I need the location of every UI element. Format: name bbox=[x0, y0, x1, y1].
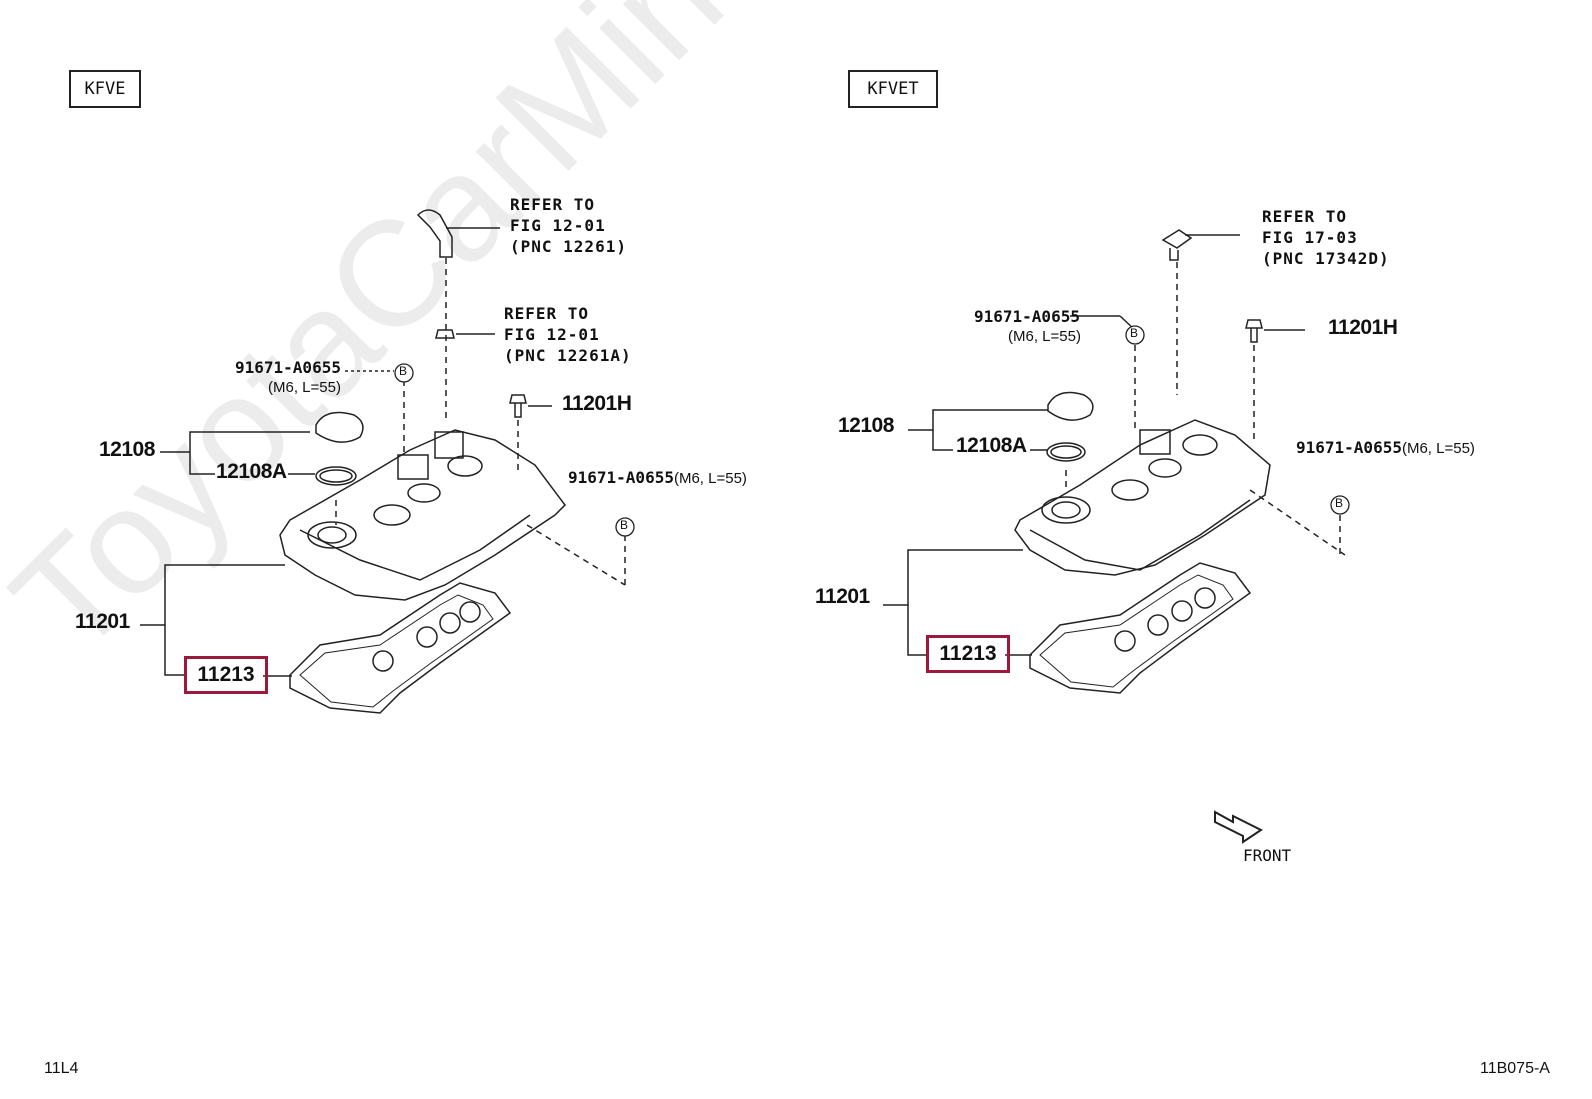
footer-page-code: 11L4 bbox=[44, 1060, 79, 1077]
left-engine-label: KFVE bbox=[69, 70, 141, 108]
left-refer-grommet-line2: FIG 12-01 bbox=[504, 325, 600, 344]
right-engine-label: KFVET bbox=[848, 70, 938, 108]
right-b-marker-right bbox=[1330, 495, 1350, 515]
left-bolt-b-right: 91671-A0655(M6, L=55) bbox=[568, 468, 747, 488]
left-b-marker-top bbox=[394, 363, 414, 383]
left-refer-hose-line1: REFER TO bbox=[510, 195, 596, 214]
right-b-marker-top bbox=[1125, 325, 1145, 345]
right-pnc-12108: 12108 bbox=[838, 414, 894, 437]
left-bolt-b-top-part: 91671-A0655 bbox=[235, 358, 341, 377]
right-oil-cap bbox=[1047, 391, 1094, 421]
left-bolt-b-top-spec: (M6, L=55) bbox=[268, 379, 341, 396]
left-grommet bbox=[435, 329, 455, 339]
right-head-cover bbox=[1014, 419, 1271, 576]
right-refer-hose-line3: (PNC 17342D) bbox=[1262, 249, 1390, 268]
right-hose bbox=[1161, 229, 1193, 261]
left-refer-hose: REFER TO FIG 12-01 (PNC 12261) bbox=[510, 194, 627, 257]
left-oil-cap bbox=[315, 411, 364, 443]
left-pnc-12108a: 12108A bbox=[216, 460, 287, 483]
right-bolt-b-right-part: 91671-A0655 bbox=[1296, 438, 1402, 457]
left-pnc-11201h: 11201H bbox=[562, 392, 632, 415]
left-bolt-b-right-spec: (M6, L=55) bbox=[673, 470, 747, 487]
left-refer-hose-line3: (PNC 12261) bbox=[510, 237, 627, 256]
left-head-cover bbox=[279, 429, 566, 601]
left-b-letter-right: B bbox=[620, 518, 629, 532]
left-bolt-11201h bbox=[509, 394, 527, 418]
right-pnc-11201: 11201 bbox=[815, 585, 870, 608]
front-arrow bbox=[1214, 810, 1263, 844]
left-pnc-11213-highlight: 11213 bbox=[184, 656, 268, 694]
right-b-letter-top: B bbox=[1130, 326, 1139, 340]
left-hose bbox=[416, 209, 453, 258]
right-gasket bbox=[1029, 562, 1252, 694]
right-refer-hose: REFER TO FIG 17-03 (PNC 17342D) bbox=[1262, 206, 1390, 269]
right-pnc-11201h: 11201H bbox=[1328, 316, 1398, 339]
right-bolt-b-right-spec: (M6, L=55) bbox=[1401, 440, 1475, 457]
left-refer-grommet-line3: (PNC 12261A) bbox=[504, 346, 632, 365]
left-refer-grommet-line1: REFER TO bbox=[504, 304, 590, 323]
right-bolt-b-right: 91671-A0655(M6, L=55) bbox=[1296, 438, 1475, 458]
right-refer-hose-line1: REFER TO bbox=[1262, 207, 1348, 226]
left-b-marker-right bbox=[615, 517, 635, 537]
left-bolt-b-right-part: 91671-A0655 bbox=[568, 468, 674, 487]
right-bolt-11201h bbox=[1245, 319, 1263, 343]
footer-figure-code: 11B075-A bbox=[1480, 1060, 1550, 1077]
right-pnc-11213-highlight: 11213 bbox=[926, 635, 1010, 673]
left-pnc-11201: 11201 bbox=[75, 610, 130, 633]
front-label: FRONT bbox=[1243, 846, 1292, 865]
left-gasket bbox=[289, 582, 512, 714]
right-refer-hose-line2: FIG 17-03 bbox=[1262, 228, 1358, 247]
right-bolt-b-top-spec: (M6, L=55) bbox=[1008, 328, 1081, 345]
right-bolt-b-top-part: 91671-A0655 bbox=[974, 307, 1080, 326]
left-refer-hose-line2: FIG 12-01 bbox=[510, 216, 606, 235]
left-b-letter-top: B bbox=[399, 364, 408, 378]
left-pnc-12108: 12108 bbox=[99, 438, 155, 461]
right-pnc-12108a: 12108A bbox=[956, 434, 1027, 457]
right-b-letter-right: B bbox=[1335, 496, 1344, 510]
left-refer-grommet: REFER TO FIG 12-01 (PNC 12261A) bbox=[504, 303, 632, 366]
